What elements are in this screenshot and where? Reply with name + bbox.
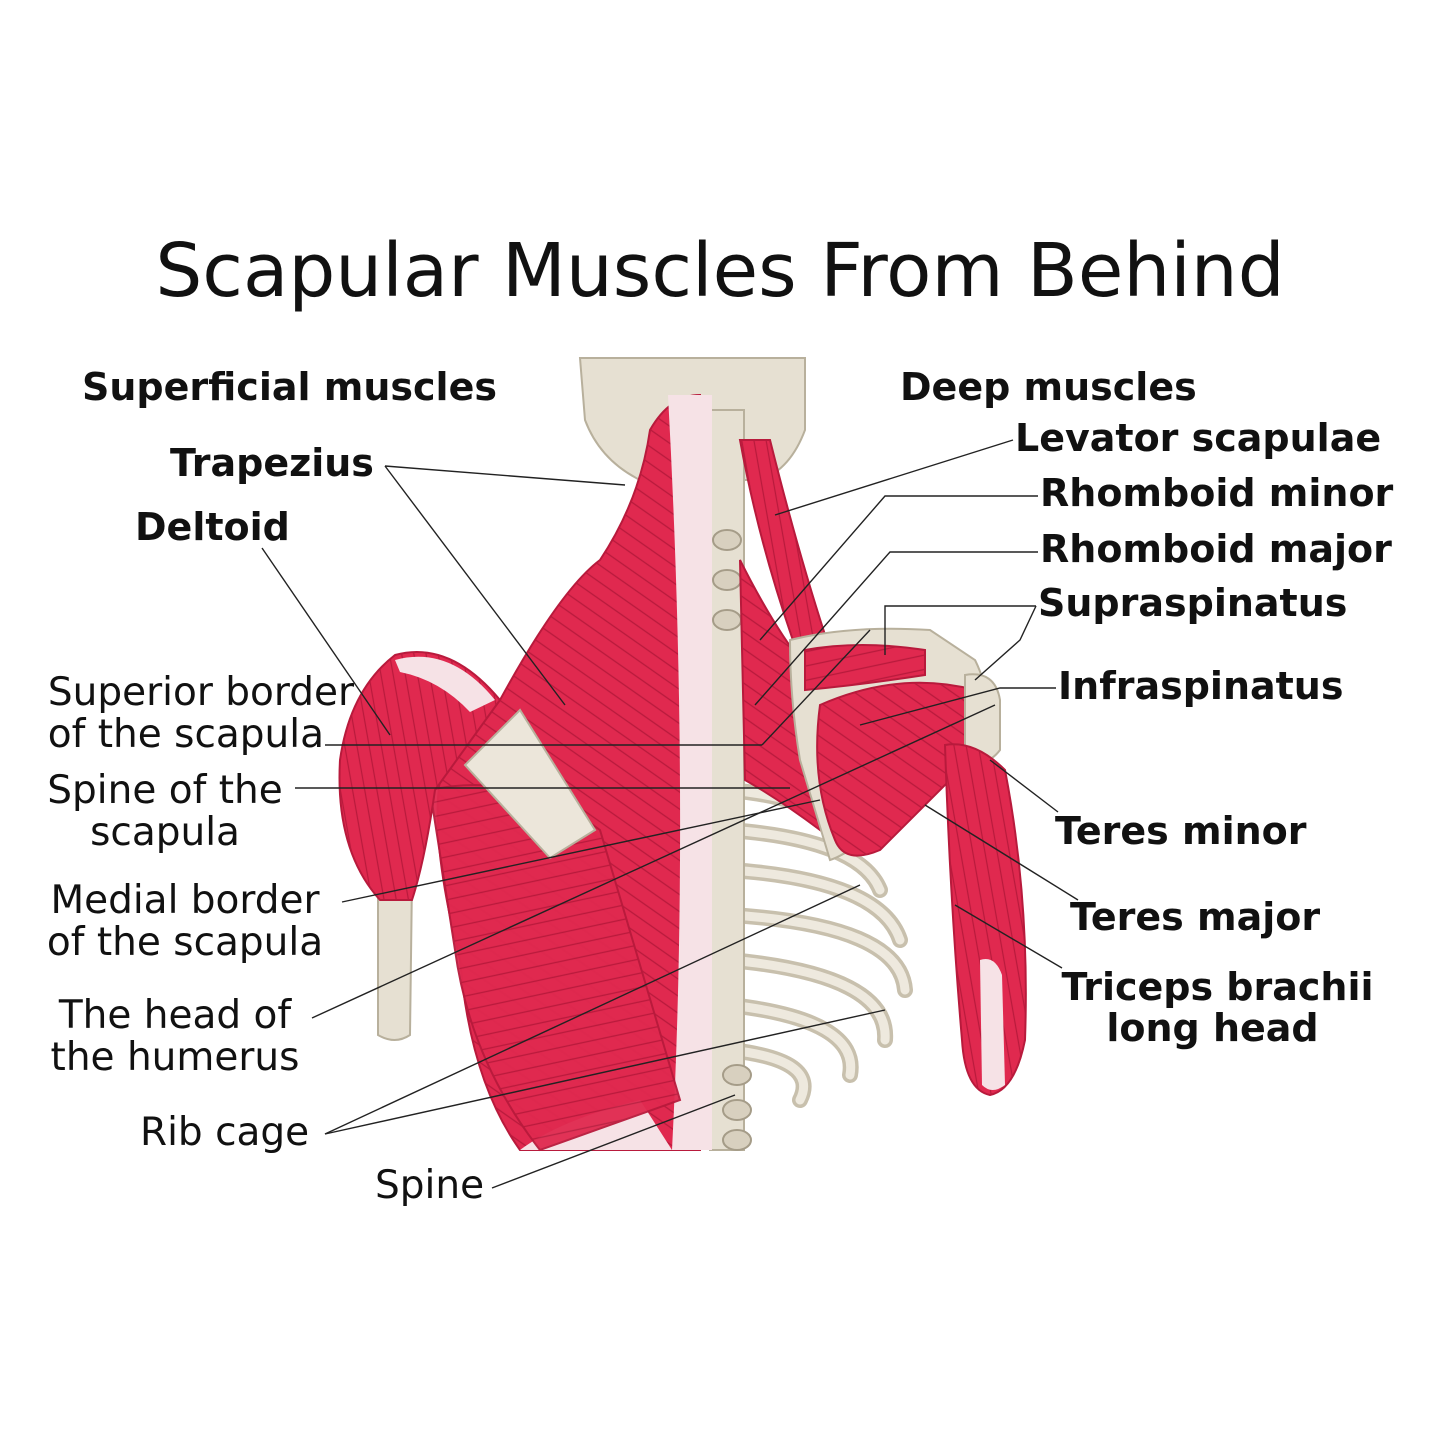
triceps-tendon	[980, 959, 1005, 1090]
triceps-muscle	[943, 743, 1027, 1097]
label-rib-cage: Rib cage	[140, 1110, 310, 1155]
label-head-of-humerus: The head of the humerus	[50, 993, 300, 1081]
left-scapula-window	[463, 708, 597, 860]
leader-lines	[261, 439, 1079, 1189]
infraspinatus-muscle	[816, 681, 987, 857]
supraspinatus-muscle	[804, 644, 926, 692]
page-title: Scapular Muscles From Behind	[155, 228, 1285, 314]
label-spine-of-scapula: Spine of the scapula	[47, 768, 283, 856]
label-triceps-brachii: Triceps brachii long head	[1061, 965, 1374, 1051]
heading-superficial-muscles: Superficial muscles	[82, 365, 497, 409]
label-rhomboid-minor: Rhomboid minor	[1040, 471, 1394, 515]
deltoid-muscle	[338, 651, 502, 901]
label-teres-major: Teres major	[1070, 895, 1321, 939]
label-trapezius: Trapezius	[170, 441, 374, 485]
label-medial-border: Medial border of the scapula	[46, 878, 324, 966]
label-infraspinatus: Infraspinatus	[1058, 664, 1344, 708]
label-superior-border: Superior border of the scapula	[47, 670, 354, 758]
heading-deep-muscles: Deep muscles	[900, 365, 1197, 409]
thoracolumbar-tendon	[668, 395, 712, 1150]
label-rhomboid-major: Rhomboid major	[1040, 527, 1392, 571]
label-levator-scapulae: Levator scapulae	[1015, 416, 1382, 460]
label-deltoid: Deltoid	[135, 505, 290, 549]
left-humerus	[377, 879, 414, 1041]
label-teres-minor: Teres minor	[1055, 809, 1307, 853]
label-spine: Spine	[375, 1163, 485, 1208]
label-supraspinatus: Supraspinatus	[1038, 581, 1348, 625]
